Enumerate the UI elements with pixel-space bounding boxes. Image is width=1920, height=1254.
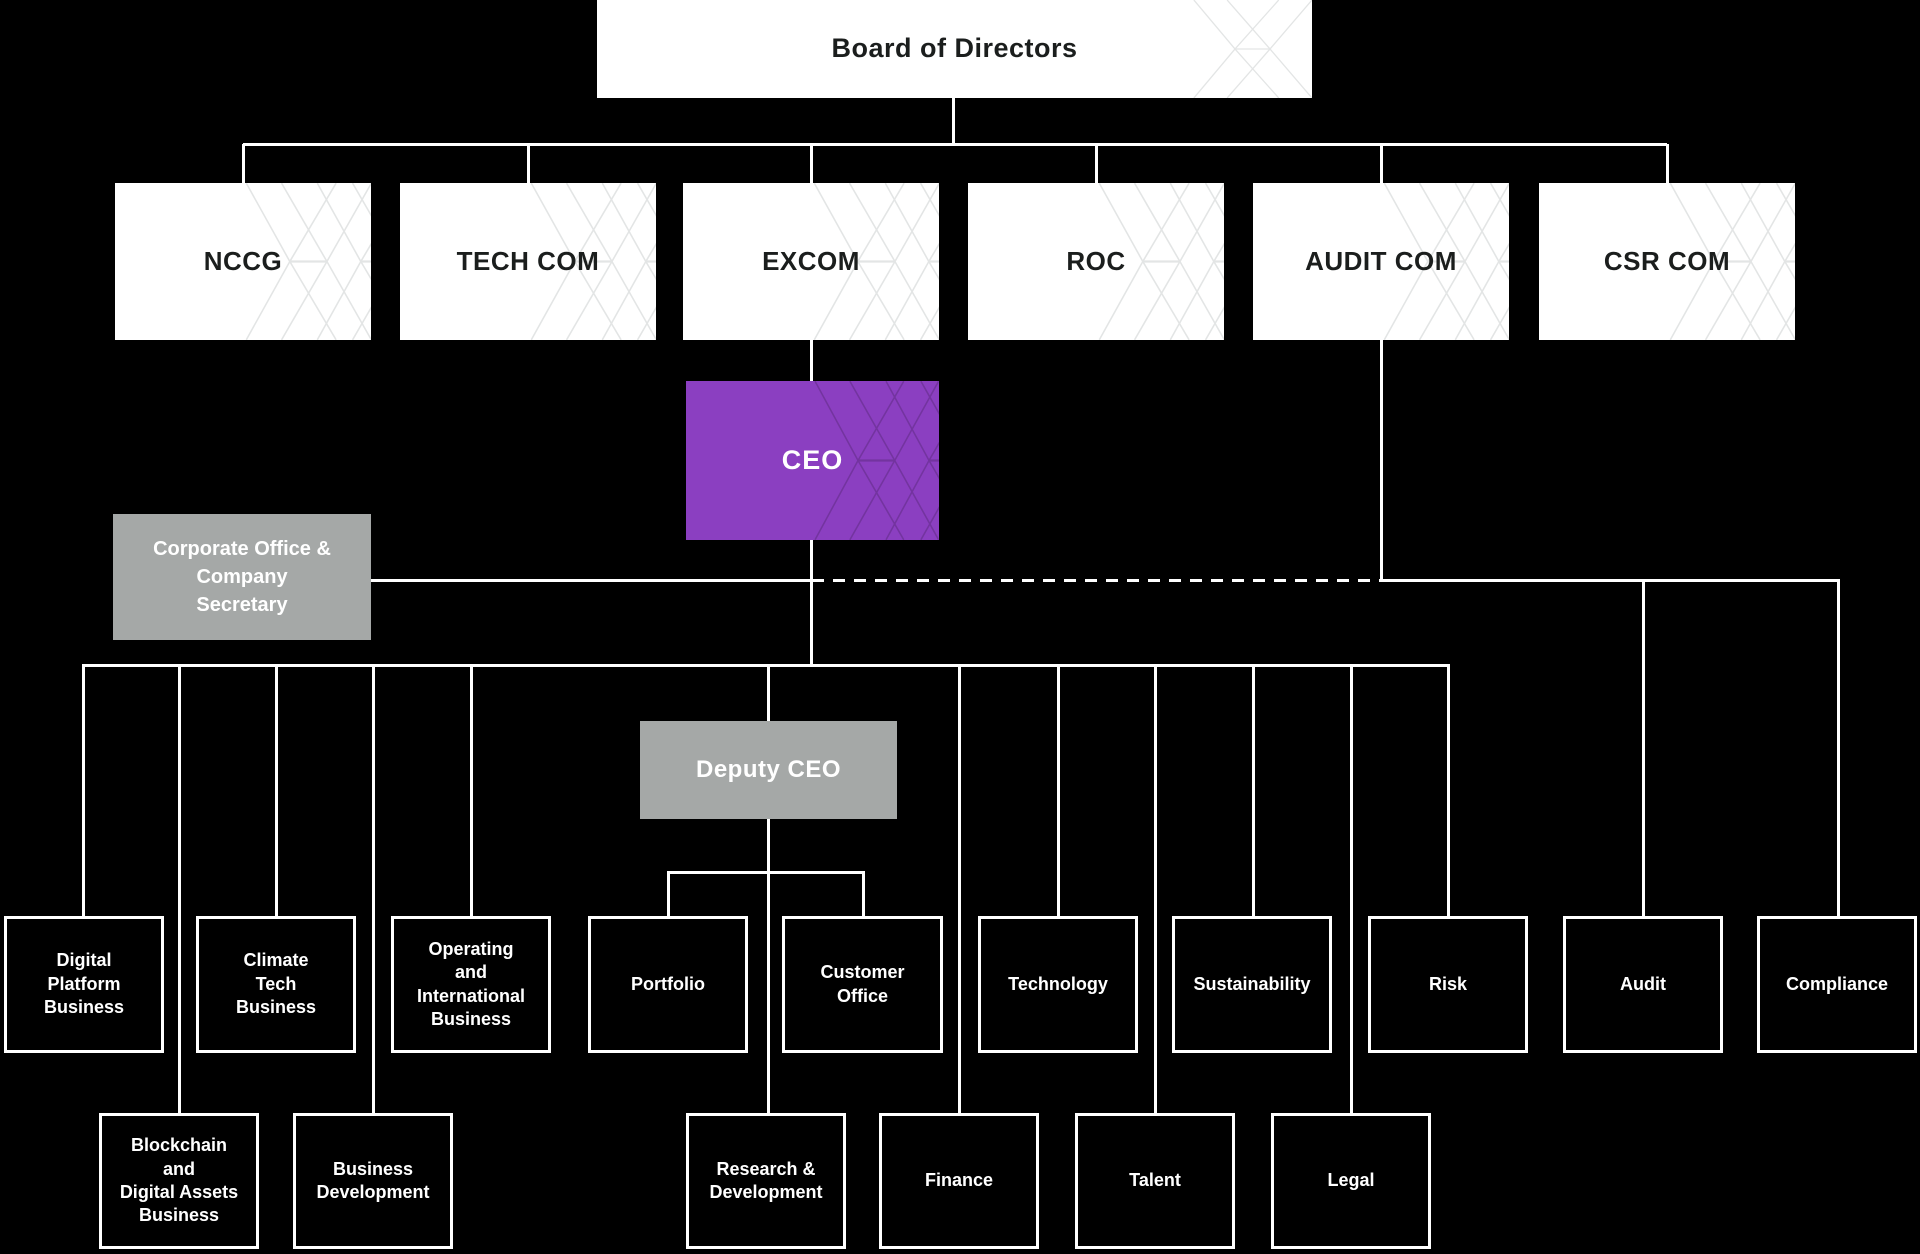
unit-box-business-development: Business Development xyxy=(293,1113,453,1249)
unit-box-digital-platform-business: Digital Platform Business xyxy=(4,916,164,1053)
unit-label: Sustainability xyxy=(1193,973,1311,994)
connector-risk-drop xyxy=(1446,664,1450,916)
connector-technology-drop xyxy=(1056,664,1060,916)
unit-box-legal: Legal xyxy=(1271,1113,1431,1249)
unit-label: Climate Tech Business xyxy=(235,950,317,1018)
connector-talent-drop xyxy=(1153,664,1157,1113)
ceo-box: CEO xyxy=(686,381,939,540)
unit-box-sustainability: Sustainability xyxy=(1172,916,1332,1053)
connector-corporate-office xyxy=(371,579,811,582)
corporate-office-label: Corporate Office & Company Secretary xyxy=(153,538,331,616)
x-motif-icon xyxy=(1172,0,1312,98)
connector-climate-drop xyxy=(274,664,278,916)
unit-box-blockchain-digital-assets: Blockchain and Digital Assets Business xyxy=(99,1113,259,1249)
x-motif-icon xyxy=(294,183,371,340)
committee-box-nccg: NCCG xyxy=(115,183,371,340)
connector-stub-roc xyxy=(1094,144,1098,183)
x-motif-icon xyxy=(863,381,939,540)
x-motif-icon xyxy=(1147,183,1224,340)
unit-label: Finance xyxy=(924,1170,994,1191)
connector-digital-drop xyxy=(81,664,85,916)
committee-box-excom: EXCOM xyxy=(683,183,939,340)
unit-label: Compliance xyxy=(1785,973,1889,994)
connector-audit-drop xyxy=(1641,579,1645,916)
connector-finance-drop xyxy=(957,664,961,1113)
unit-box-operating-international-business: Operating and International Business xyxy=(391,916,551,1053)
unit-label: Customer Office xyxy=(820,962,905,1006)
committee-box-roc: ROC xyxy=(968,183,1224,340)
connector-sustainability-drop xyxy=(1251,664,1255,916)
connector-auditcom-drop xyxy=(1379,340,1383,582)
deputy-ceo-box: Deputy CEO xyxy=(640,721,897,819)
unit-box-compliance: Compliance xyxy=(1757,916,1917,1053)
connector-audit-line xyxy=(1380,579,1839,582)
connector-stub-excom xyxy=(809,144,813,183)
connector-stub-nccg xyxy=(241,144,245,183)
unit-box-research-development: Research & Development xyxy=(686,1113,846,1249)
committee-box-csrcom: CSR COM xyxy=(1539,183,1795,340)
board-of-directors-label: Board of Directors xyxy=(831,33,1078,64)
corporate-office-box: Corporate Office & Company Secretary xyxy=(113,514,371,640)
connector-legal-drop xyxy=(1349,664,1353,1113)
connector-deputy-stub xyxy=(766,664,770,721)
committee-label-roc: ROC xyxy=(1066,246,1126,277)
connector-rail2 xyxy=(83,664,1448,667)
x-motif-icon xyxy=(862,183,939,340)
unit-label: Operating and International Business xyxy=(416,938,525,1029)
unit-box-audit: Audit xyxy=(1563,916,1723,1053)
connector-stub-auditcom xyxy=(1379,144,1383,183)
unit-label: Blockchain and Digital Assets Business xyxy=(119,1135,239,1226)
committee-label-excom: EXCOM xyxy=(762,246,860,277)
unit-box-climate-tech-business: Climate Tech Business xyxy=(196,916,356,1053)
connector-ceo-drop xyxy=(809,540,813,666)
unit-box-portfolio: Portfolio xyxy=(588,916,748,1053)
unit-label: Business Development xyxy=(316,1158,430,1202)
unit-label: Technology xyxy=(1008,973,1108,994)
connector-dashed-ceo-auditline xyxy=(812,579,1382,582)
unit-label: Risk xyxy=(1428,973,1468,994)
committee-box-techcom: TECH COM xyxy=(400,183,656,340)
connector-stub-csrcom xyxy=(1665,144,1669,183)
connector-busdev-drop xyxy=(371,664,375,1113)
unit-box-finance: Finance xyxy=(879,1113,1039,1249)
connector-compliance-drop xyxy=(1836,579,1840,916)
unit-box-risk: Risk xyxy=(1368,916,1528,1053)
connector-blockchain-drop xyxy=(177,664,181,1113)
connector-customeroffice-drop xyxy=(861,871,865,916)
unit-label: Legal xyxy=(1327,1170,1375,1191)
ceo-label: CEO xyxy=(781,444,844,475)
unit-box-technology: Technology xyxy=(978,916,1138,1053)
connector-excom-to-ceo xyxy=(809,340,813,381)
unit-label: Digital Platform Business xyxy=(43,950,125,1018)
unit-label: Portfolio xyxy=(631,973,705,994)
connector-operating-drop xyxy=(469,664,473,916)
unit-label: Audit xyxy=(1620,973,1666,994)
unit-label: Research & Development xyxy=(709,1158,823,1202)
committee-label-auditcom: AUDIT COM xyxy=(1305,246,1457,277)
board-of-directors-box: Board of Directors xyxy=(597,0,1312,98)
unit-box-talent: Talent xyxy=(1075,1113,1235,1249)
connector-deputy-to-rnd xyxy=(766,819,770,1113)
deputy-ceo-label: Deputy CEO xyxy=(695,756,841,783)
connector-portfolio-drop xyxy=(666,871,670,916)
connector-board-drop xyxy=(952,98,955,146)
unit-label: Talent xyxy=(1129,1170,1181,1191)
connector-stub-techcom xyxy=(526,144,530,183)
committee-box-auditcom: AUDIT COM xyxy=(1253,183,1509,340)
connector-rail1 xyxy=(243,143,1667,146)
committee-label-csrcom: CSR COM xyxy=(1603,246,1731,277)
committee-label-techcom: TECH COM xyxy=(456,246,600,277)
connector-deputy-bracket xyxy=(666,871,865,874)
committee-label-nccg: NCCG xyxy=(203,246,283,277)
unit-box-customer-office: Customer Office xyxy=(782,916,943,1053)
